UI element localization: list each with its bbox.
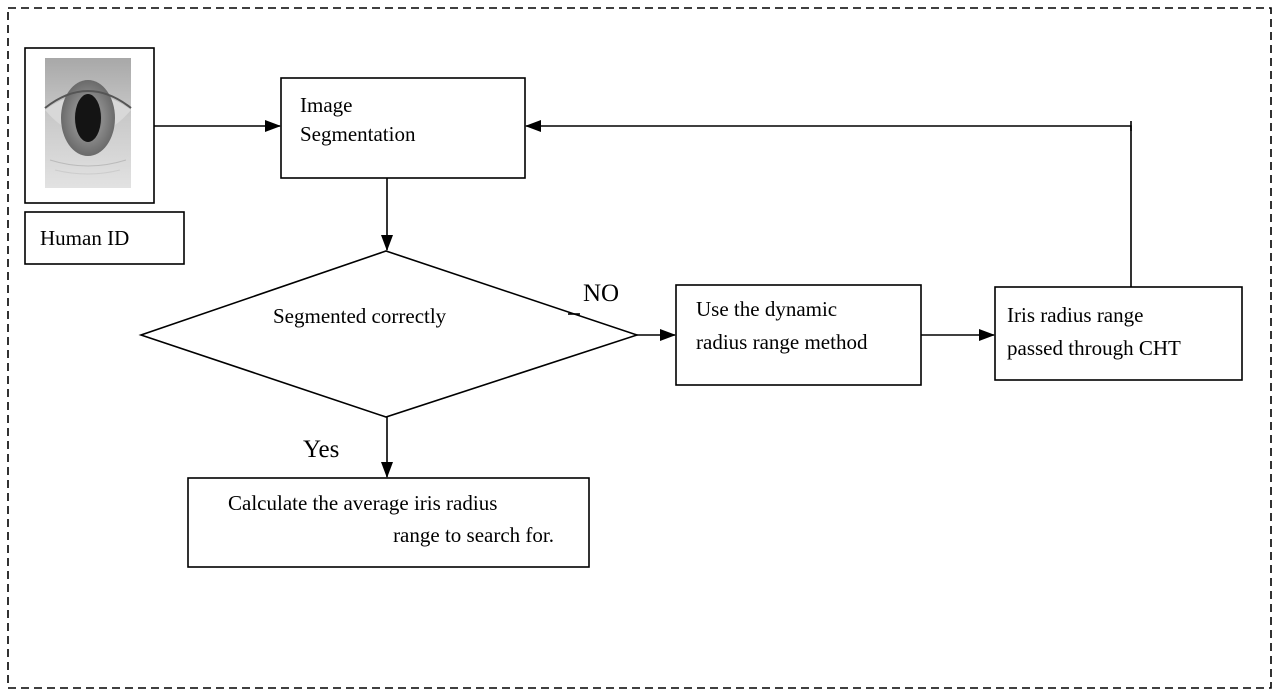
outer-dashed-frame bbox=[7, 7, 1272, 689]
calculate-line2: range to search for. bbox=[393, 523, 554, 547]
edge-label-yes: Yes bbox=[303, 436, 339, 463]
image-segmentation-line1: Image bbox=[300, 93, 352, 117]
decision-node: Segmented correctly bbox=[138, 250, 640, 418]
dynamic-range-line2: radius range method bbox=[696, 330, 868, 354]
iris-range-cht-line1: Iris radius range bbox=[1007, 303, 1143, 327]
dynamic-range-node: Use the dynamic radius range method bbox=[675, 284, 922, 386]
eye-photo bbox=[24, 47, 155, 204]
image-segmentation-line2: Segmentation bbox=[300, 122, 416, 146]
human-id-label: Human ID bbox=[40, 226, 129, 250]
calculate-line1: Calculate the average iris radius bbox=[228, 491, 497, 515]
edge-label-no: NO bbox=[583, 280, 619, 307]
iris-range-cht-node: Iris radius range passed through CHT bbox=[994, 286, 1243, 381]
decision-label: Segmented correctly bbox=[273, 304, 447, 328]
iris-range-cht-line2: passed through CHT bbox=[1007, 336, 1181, 360]
edge-cht-to-segmentation bbox=[525, 120, 1132, 287]
calculate-node: Calculate the average iris radius range … bbox=[187, 477, 590, 568]
human-id-node: Human ID bbox=[24, 211, 185, 265]
dynamic-range-line1: Use the dynamic bbox=[696, 297, 837, 321]
image-segmentation-node: Image Segmentation bbox=[280, 77, 526, 179]
